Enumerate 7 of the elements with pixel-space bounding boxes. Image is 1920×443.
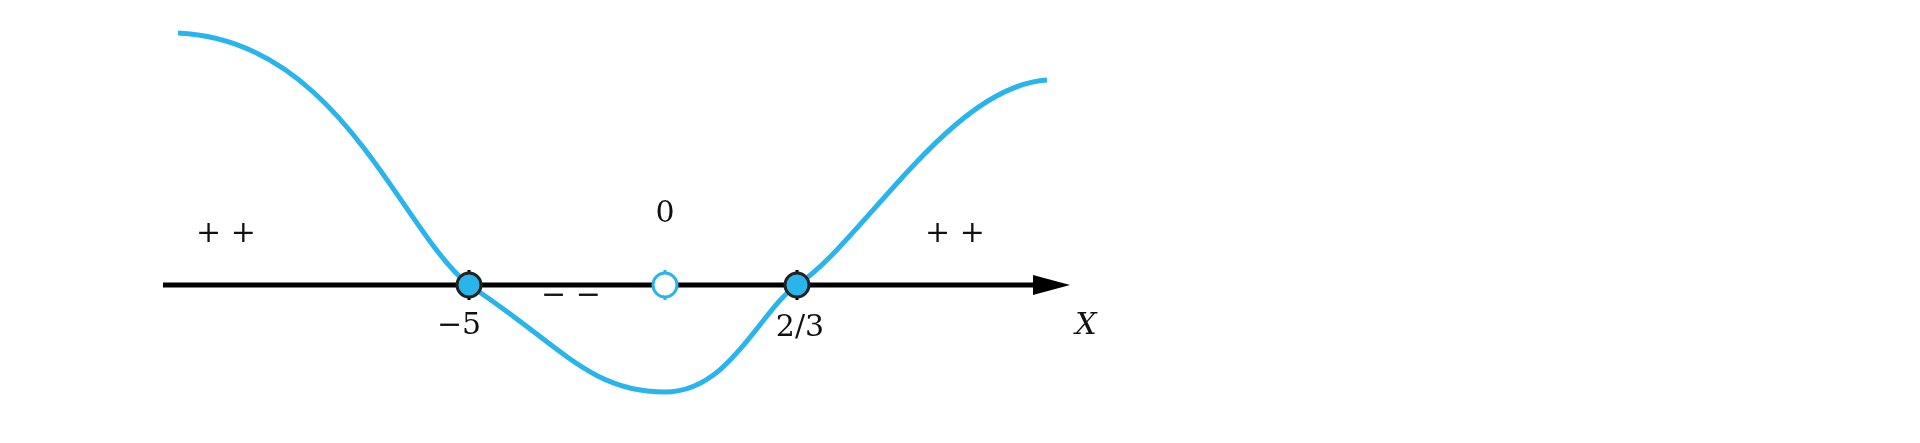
sign-label: + + — [925, 217, 985, 247]
point-value: 2/3 — [775, 311, 825, 341]
axis-label: X — [1075, 309, 1097, 339]
point-value: −5 — [436, 309, 482, 339]
sign-label: − − — [541, 279, 601, 309]
point-value: 0 — [655, 197, 675, 227]
sign-label: + + — [196, 217, 256, 247]
